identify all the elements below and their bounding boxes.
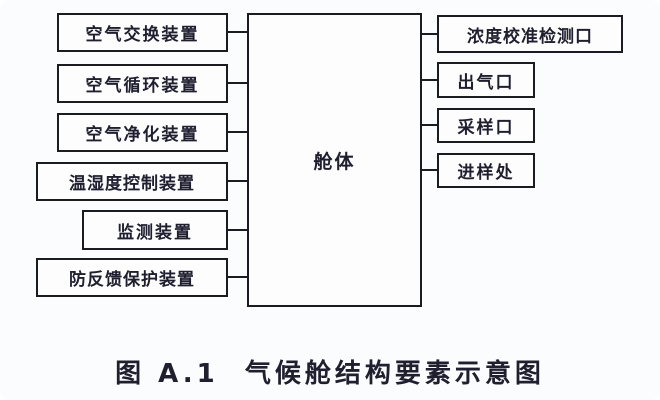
connector-line xyxy=(420,124,438,126)
air-purification-device-label: 空气净化装置 xyxy=(85,125,200,145)
connector-line xyxy=(227,82,248,84)
air-exchange-device-label: 空气交换装置 xyxy=(85,25,200,45)
connector-line xyxy=(420,169,438,171)
chamber-body-label: 舱体 xyxy=(313,150,356,173)
monitoring-device-label: 监测装置 xyxy=(117,222,193,243)
sampling-port-box: 采样口 xyxy=(437,108,535,143)
connector-line xyxy=(227,276,248,278)
chamber-body-box: 舱体 xyxy=(247,13,422,307)
connector-line xyxy=(420,33,438,35)
monitoring-device-box: 监测装置 xyxy=(82,210,228,250)
connector-line xyxy=(227,229,248,231)
figure-caption: 图 A.1 气候舱结构要素示意图 xyxy=(115,359,545,389)
sample-inlet-label: 进样处 xyxy=(457,163,515,183)
connector-line xyxy=(227,180,248,182)
concentration-calibration-port-box: 浓度校准检测口 xyxy=(437,15,623,53)
air-circulation-device-label: 空气循环装置 xyxy=(85,76,200,96)
sampling-port-label: 采样口 xyxy=(457,118,515,138)
temp-humidity-control-device-label: 温湿度控制装置 xyxy=(69,174,195,194)
connector-line xyxy=(227,131,248,133)
connector-line xyxy=(227,31,248,33)
sample-inlet-box: 进样处 xyxy=(437,153,535,188)
temp-humidity-control-device-box: 温湿度控制装置 xyxy=(36,162,228,201)
gas-outlet-box: 出气口 xyxy=(437,62,535,98)
gas-outlet-label: 出气口 xyxy=(457,72,515,93)
air-exchange-device-box: 空气交换装置 xyxy=(57,13,228,52)
air-circulation-device-box: 空气循环装置 xyxy=(57,64,228,103)
connector-line xyxy=(420,79,438,81)
anti-feedback-protection-device-box: 防反馈保护装置 xyxy=(36,258,228,297)
air-purification-device-box: 空气净化装置 xyxy=(57,113,228,152)
anti-feedback-protection-device-label: 防反馈保护装置 xyxy=(69,270,195,290)
concentration-calibration-port-label: 浓度校准检测口 xyxy=(467,26,593,47)
